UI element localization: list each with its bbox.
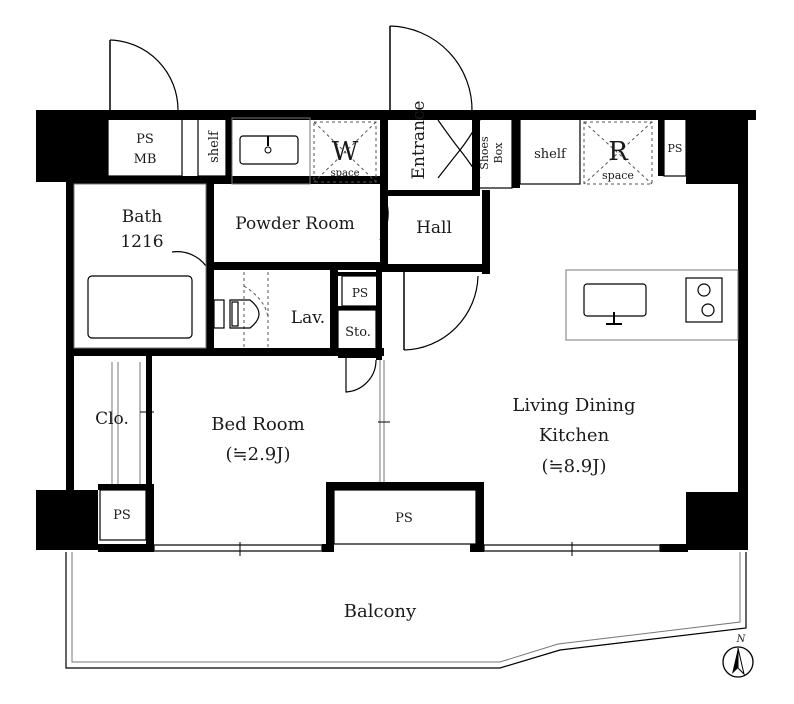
ps-top-right-label: PS <box>668 142 683 155</box>
ldk-label-2: Kitchen <box>539 425 610 446</box>
powder-room-label: Powder Room <box>235 214 354 234</box>
ps-mb-label: PS <box>136 132 154 147</box>
lavatory-label: Lav. <box>291 308 325 328</box>
compass-icon: N <box>722 634 754 678</box>
ldk-area-label: (≒8.9J) <box>542 456 607 477</box>
shoes-box-label-2: Box <box>492 142 505 164</box>
shoes-box-label-1: Shoes <box>478 136 491 170</box>
shelf-right-label: shelf <box>534 147 567 162</box>
bath-size-label: 1216 <box>120 232 163 252</box>
entrance-label: Entrance <box>409 101 429 180</box>
ldk-label: Living Dining <box>512 395 635 416</box>
washer-letter: W <box>332 137 359 167</box>
balcony-outline <box>65 552 747 669</box>
bedroom-label: Bed Room <box>211 414 304 435</box>
fridge-space-label: space <box>602 169 634 182</box>
washer-space-label: space <box>330 168 359 179</box>
bedroom-area-label: (≒2.9J) <box>226 444 291 465</box>
bath-label: Bath <box>122 207 162 227</box>
hall-label: Hall <box>416 218 452 238</box>
storage-label: Sto. <box>345 325 371 340</box>
ps-bottom-left-label: PS <box>113 508 131 523</box>
ps-small-label: PS <box>352 286 368 300</box>
shelf-left-label: shelf <box>207 130 222 163</box>
north-label: N <box>736 634 747 645</box>
doors[interactable] <box>109 25 481 484</box>
fixtures <box>73 117 739 545</box>
closet-label: Clo. <box>95 409 129 429</box>
windows <box>153 110 661 556</box>
fridge-letter: R <box>608 137 629 167</box>
balcony-label: Balcony <box>344 601 417 622</box>
ps-mb-label-2: MB <box>134 152 157 167</box>
ps-bottom-center-label: PS <box>395 511 413 526</box>
walls <box>36 110 756 552</box>
